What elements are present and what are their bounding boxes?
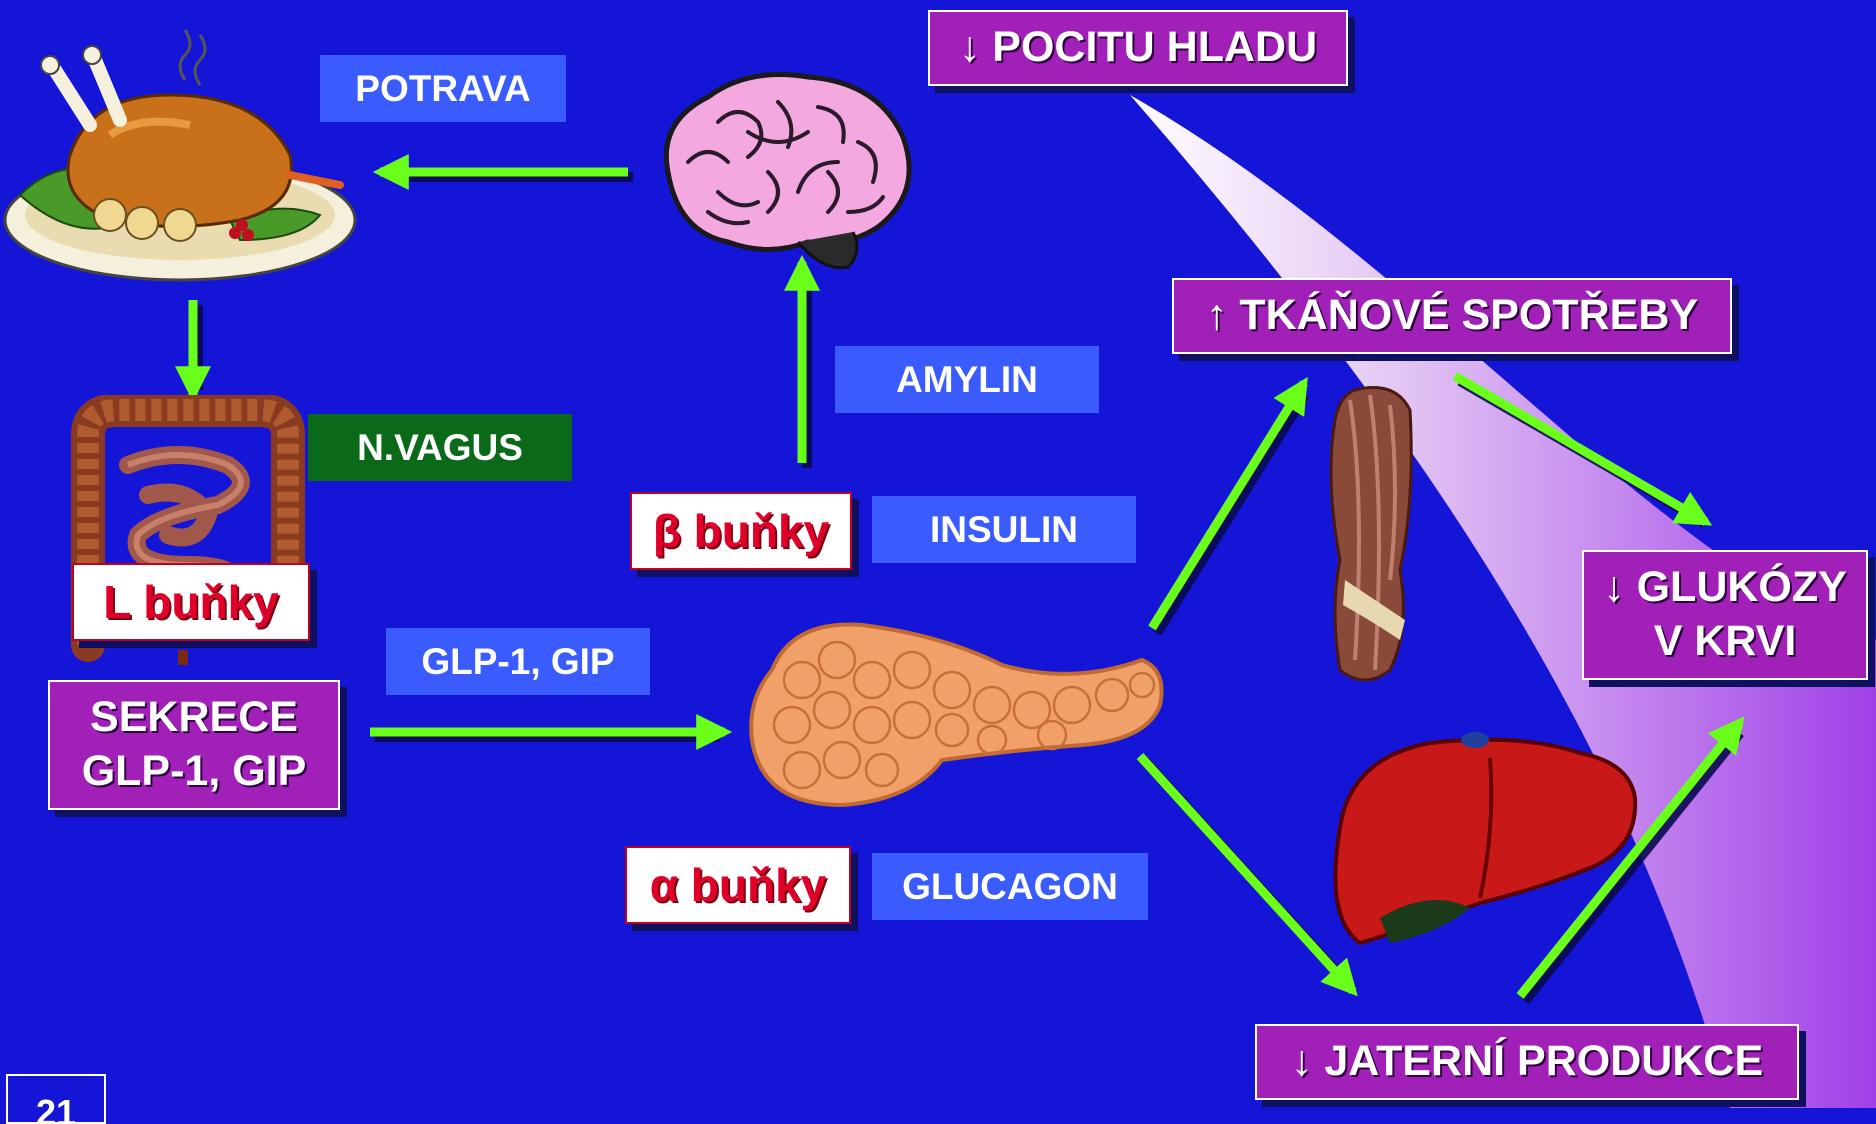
beta-cells-box: β buňky <box>630 492 852 570</box>
muscle-icon <box>1315 380 1425 690</box>
secretion-line-1: SEKRECE <box>90 691 298 745</box>
label-n-vagus: N.VAGUS <box>308 414 572 481</box>
brain-icon <box>648 62 928 282</box>
label-amylin: AMYLIN <box>835 346 1099 413</box>
arrow-pancreas-to-muscle <box>1152 383 1304 628</box>
secretion-line-2: GLP-1, GIP <box>82 745 307 799</box>
pancreas-icon <box>742 610 1172 810</box>
glucose-box: ↓ GLUKÓZY V KRVI <box>1582 550 1868 680</box>
page-number: 21 <box>6 1074 106 1124</box>
liver-icon <box>1320 718 1640 948</box>
roast-chicken-icon <box>0 25 360 295</box>
tissue-consumption-box: ↑ TKÁŇOVÉ SPOTŘEBY <box>1172 278 1732 354</box>
label-glp-gip: GLP-1, GIP <box>386 628 650 695</box>
label-potrava: POTRAVA <box>320 55 566 122</box>
secretion-box: SEKRECE GLP-1, GIP <box>48 680 340 810</box>
l-cells-box: L buňky <box>72 563 310 641</box>
liver-production-box: ↓ JATERNÍ PRODUKCE <box>1255 1024 1799 1100</box>
hunger-box: ↓ POCITU HLADU <box>928 10 1348 86</box>
alpha-cells-box: α buňky <box>625 846 851 924</box>
label-insulin: INSULIN <box>872 496 1136 563</box>
glucose-line-1: ↓ GLUKÓZY <box>1603 561 1847 615</box>
label-glucagon: GLUCAGON <box>872 853 1148 920</box>
glucose-line-2: V KRVI <box>1654 615 1797 669</box>
